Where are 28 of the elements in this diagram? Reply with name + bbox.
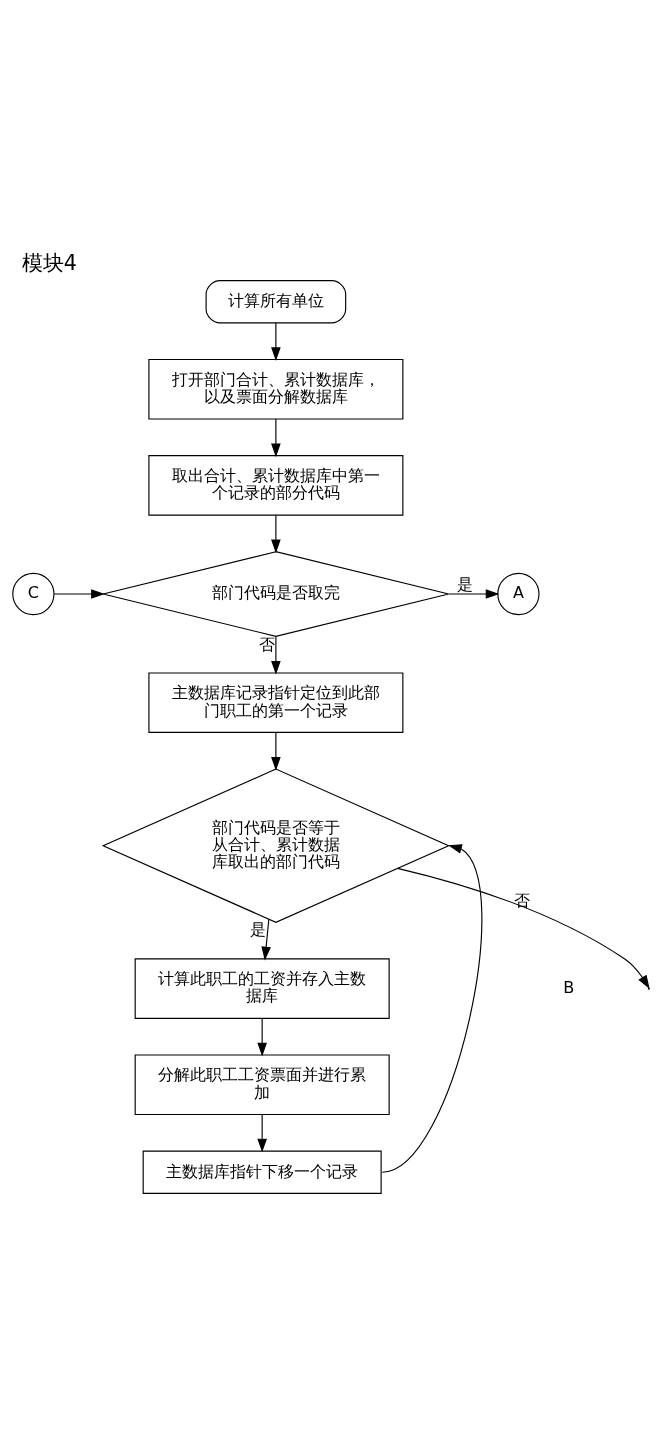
edge-label: 否 — [513, 890, 530, 910]
arrow — [271, 636, 281, 675]
node-box: 分解此职工工资票面并进行累加 — [134, 1054, 390, 1116]
node-box: 打开部门合计、累计数据库，以及票面分解数据库 — [148, 358, 404, 420]
arrow — [257, 1114, 267, 1153]
node-box: 取出合计、累计数据库中第一个记录的部分代码 — [148, 455, 404, 516]
edge-label: 是 — [456, 574, 473, 594]
node-box: 计算所有单位 — [205, 280, 347, 324]
arrow — [257, 1017, 267, 1057]
arrow — [448, 589, 500, 599]
edge-label: 否 — [259, 635, 276, 655]
arrow — [271, 418, 281, 458]
diagram-title: 模块4 — [21, 250, 77, 275]
label: B — [563, 977, 575, 997]
node-circle: C — [12, 572, 55, 616]
node-box: 主数据库记录指针定位到此部门职工的第一个记录 — [148, 672, 404, 733]
arrow — [381, 844, 483, 1173]
node-diamond: 部门代码是否取完 — [102, 551, 450, 637]
arrow — [261, 918, 271, 961]
node-box: 计算此职工的工资并存入主数据库 — [134, 958, 390, 1019]
arrow — [271, 732, 281, 771]
arrow — [271, 322, 281, 362]
arrow — [271, 515, 281, 554]
node-circle: A — [497, 572, 540, 616]
arrow — [53, 589, 105, 599]
arrow — [397, 867, 650, 989]
node-diamond: 部门代码是否等于从合计、累计数据库取出的部门代码 — [101, 768, 450, 923]
node-box: 主数据库指针下移一个记录 — [142, 1150, 382, 1194]
